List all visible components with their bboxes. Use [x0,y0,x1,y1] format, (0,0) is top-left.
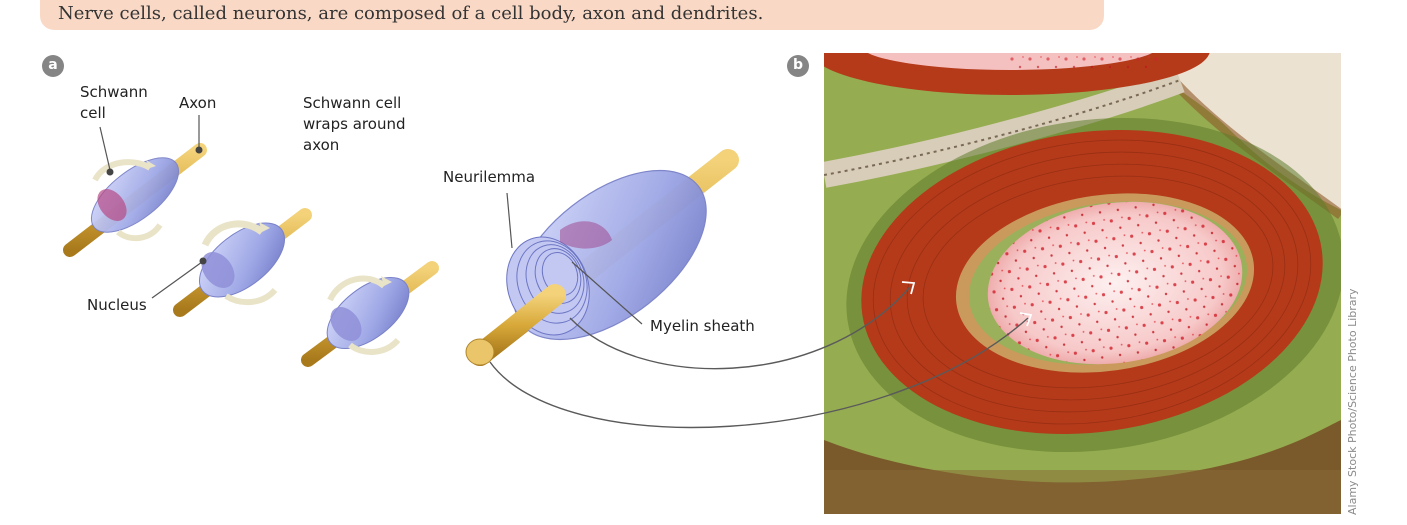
myelin-sheath-label: Myelin sheath [650,317,755,335]
panel-b-badge: b [787,55,809,77]
schwann-step-3-illustration [301,261,439,367]
schwann-step-2-illustration [173,208,312,317]
micrograph-photo [824,53,1341,514]
panel-a-badge: a [42,55,64,77]
myelinated-axon-illustration [465,149,739,366]
schwann-cell-label: Schwann cell [80,83,148,122]
caption-banner [40,0,1104,30]
axon-label: Axon [179,94,217,112]
wrap-step-label: Schwann cell wraps around axon [303,94,406,154]
nucleus-label: Nucleus [87,296,147,314]
schwann-step-1-illustration [63,143,207,257]
neurilemma-label: Neurilemma [443,168,536,186]
caption-text: Nerve cells, called neurons, are compose… [58,3,764,24]
correspondence-arrows [489,286,1029,429]
photo-credit: Alamy Stock Photo/Science Photo Library [1346,288,1359,515]
pointer-lines [99,115,643,325]
arrowheads [901,281,1033,327]
